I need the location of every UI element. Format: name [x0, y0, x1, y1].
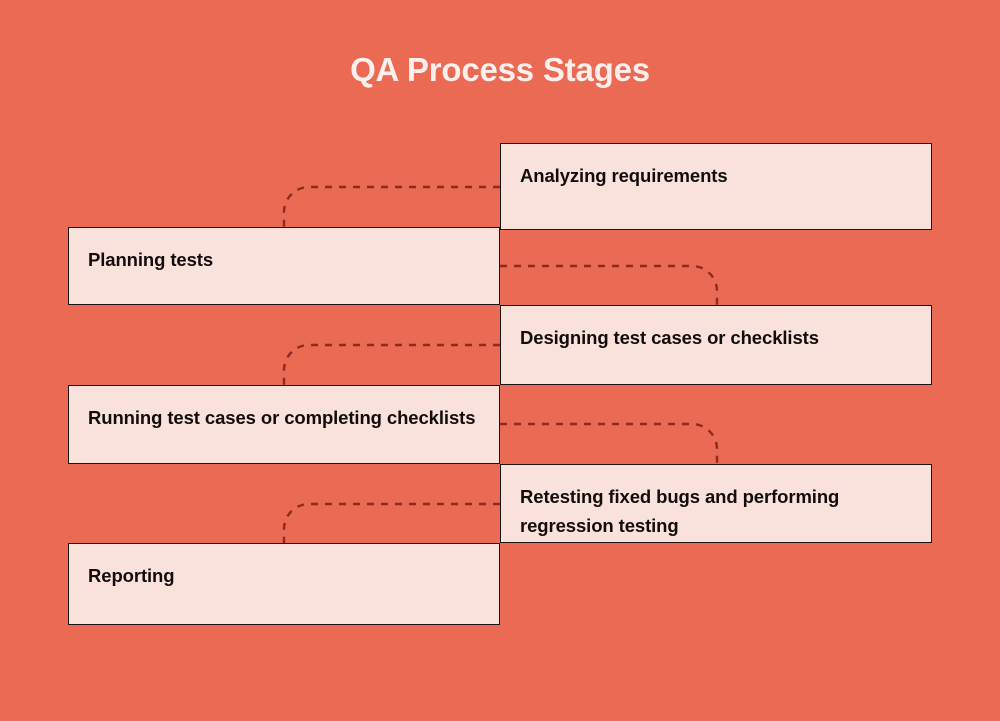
connector-5-to-6 — [282, 502, 500, 544]
connector-2-to-3 — [500, 264, 719, 306]
stage-box-retesting-fixed-bugs[interactable]: Retesting fixed bugs and performing regr… — [500, 464, 932, 543]
stage-label: Retesting fixed bugs and performing regr… — [520, 486, 840, 536]
stage-label: Running test cases or completing checkli… — [88, 407, 476, 428]
connector-3-to-4 — [282, 343, 500, 386]
stage-label: Analyzing requirements — [520, 165, 728, 186]
connector-4-to-5 — [500, 422, 719, 465]
stage-box-reporting[interactable]: Reporting — [68, 543, 500, 625]
connector-1-to-2 — [282, 185, 500, 228]
stage-box-designing-test-cases[interactable]: Designing test cases or checklists — [500, 305, 932, 385]
stage-box-analyzing-requirements[interactable]: Analyzing requirements — [500, 143, 932, 230]
stage-box-running-test-cases[interactable]: Running test cases or completing checkli… — [68, 385, 500, 464]
stage-label: Reporting — [88, 565, 175, 586]
stage-box-planning-tests[interactable]: Planning tests — [68, 227, 500, 305]
stage-label: Planning tests — [88, 249, 214, 270]
page-title: QA Process Stages — [350, 51, 650, 88]
stage-label: Designing test cases or checklists — [520, 327, 819, 348]
